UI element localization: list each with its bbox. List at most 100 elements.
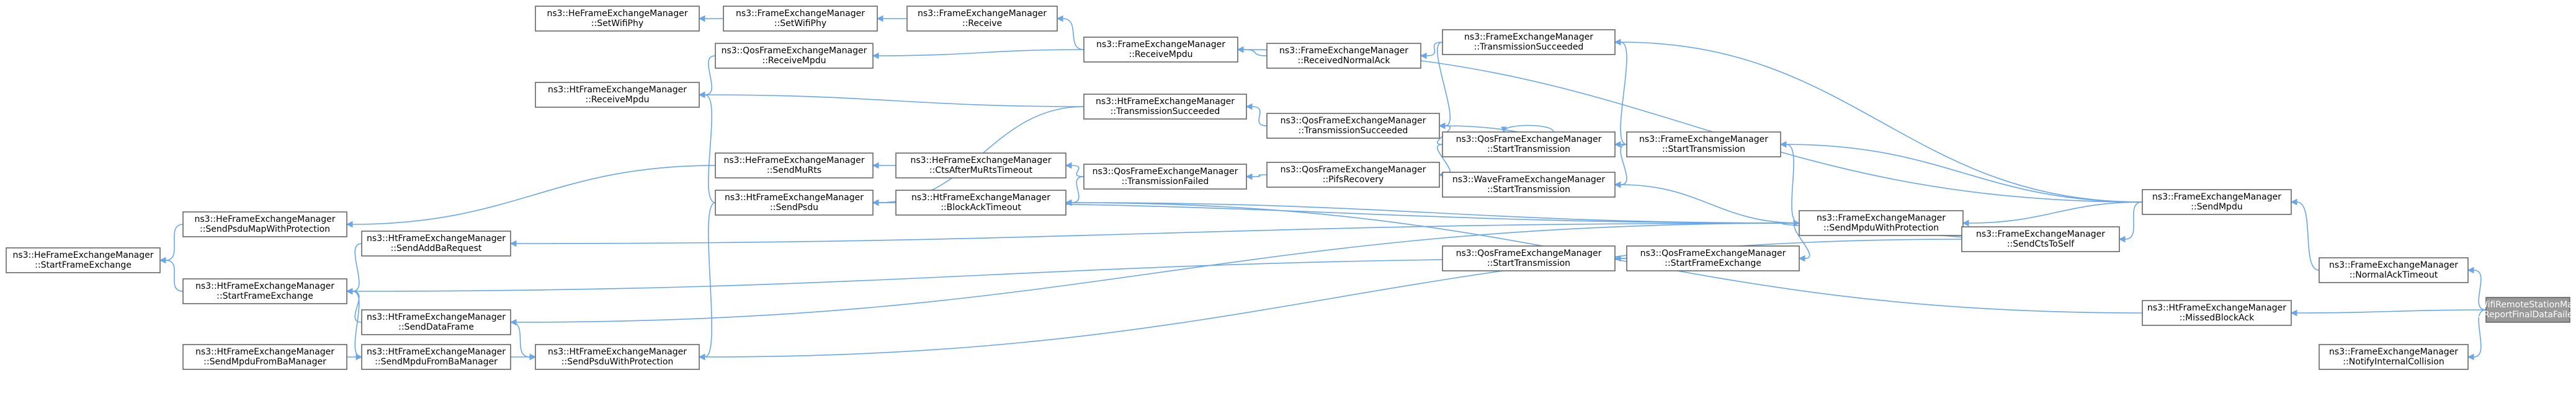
node-label: ns3::HtFrameExchangeManager (548, 347, 687, 357)
graph-node[interactable]: ns3::HeFrameExchangeManager::SendPsduMap… (182, 211, 347, 237)
node-label: ::SendCtsToSelf (2007, 239, 2075, 249)
graph-edge (1779, 141, 2143, 203)
node-label: ::TransmissionSucceeded (1299, 126, 1408, 136)
graph-node[interactable]: ns3::HeFrameExchangeManager::SetWifiPhy (535, 6, 700, 32)
edge-line (516, 222, 1800, 244)
graph-node[interactable]: ns3::QosFrameExchangeManager::StartTrans… (1442, 245, 1616, 271)
graph-edge (346, 288, 362, 358)
edge-line (1620, 184, 1800, 224)
node-box (361, 344, 511, 370)
node-label: ns3::HtFrameExchangeManager (2147, 303, 2286, 313)
node-box (535, 344, 700, 370)
graph-node[interactable]: ns3::FrameExchangeManager::SendMpduWithP… (1799, 210, 1964, 236)
graph-node[interactable]: ns3::FrameExchangeManager::ReceivedNorma… (1266, 43, 1421, 69)
node-label: ::SendDataFrame (398, 322, 474, 332)
graph-node[interactable]: ns3::FrameExchangeManager::SendMpdu (2142, 189, 2292, 215)
edge-arrowhead (698, 91, 705, 99)
edge-line (1426, 42, 1443, 56)
graph-edge (511, 353, 537, 361)
node-box (2319, 344, 2469, 370)
graph-node[interactable]: ns3::HeFrameExchangeManager::CtsAfterMuR… (895, 152, 1067, 178)
graph-node[interactable]: ns3::HtFrameExchangeManager::SendMpduFro… (182, 344, 347, 370)
edge-arrowhead (1614, 38, 1621, 46)
node-box (1961, 226, 2120, 252)
node-label: ::TransmissionSucceeded (1474, 42, 1584, 52)
graph-node[interactable]: ns3::HtFrameExchangeManager::MissedBlock… (2142, 300, 2292, 326)
graph-node[interactable]: ns3::FrameExchangeManager::NormalAckTime… (2319, 257, 2469, 283)
edge-line (2124, 201, 2143, 240)
graph-node[interactable]: ns3::WaveFrameExchangeManager::StartTran… (1442, 172, 1616, 198)
graph-node[interactable]: ns3::FrameExchangeManager::StartTransmis… (1626, 131, 1781, 157)
edge-line (2473, 309, 2487, 358)
graph-node[interactable]: ns3::HtFrameExchangeManager::BlockAckTim… (895, 190, 1067, 216)
graph-node[interactable]: ns3::HtFrameExchangeManager::StartFrameE… (182, 278, 347, 304)
graph-edge (347, 353, 363, 361)
edge-line (1243, 49, 1268, 56)
edge-line (1436, 42, 1451, 126)
graph-node[interactable]: ns3::QosFrameExchangeManager::StartFrame… (1626, 245, 1800, 271)
graph-node[interactable]: ns3::HeFrameExchangeManager::StartFrameE… (6, 247, 161, 273)
graph-node[interactable]: ns3::FrameExchangeManager::NotifyInterna… (2319, 344, 2469, 370)
node-label: ns3::HeFrameExchangeManager (12, 250, 153, 260)
graph-node[interactable]: ns3::HtFrameExchangeManager::SendAddBaRe… (361, 231, 511, 257)
node-box (715, 190, 874, 216)
graph-node[interactable]: ns3::WifiRemoteStationManager::ReportFin… (2458, 297, 2576, 323)
node-label: ns3::FrameExchangeManager (2152, 192, 2281, 202)
graph-edge (698, 202, 716, 361)
node-box (6, 247, 161, 273)
graph-node[interactable]: ns3::FrameExchangeManager::Receive (906, 6, 1058, 32)
node-label: ::BlockAckTimeout (941, 203, 1021, 213)
graph-node[interactable]: ns3::FrameExchangeManager::SetWifiPhy (723, 6, 878, 32)
edge-arrowhead (509, 240, 517, 247)
node-box (1442, 172, 1616, 198)
graph-node[interactable]: ns3::FrameExchangeManager::SendCtsToSelf (1961, 226, 2120, 252)
edge-arrowhead (1779, 141, 1787, 148)
graph-node[interactable]: ns3::QosFrameExchangeManager::PifsRecove… (1266, 162, 1440, 188)
graph-edge (1614, 38, 2143, 203)
node-box (723, 6, 878, 32)
edge-line (1071, 165, 1085, 177)
node-label: ::StartTransmission (1662, 144, 1745, 154)
node-label: ::SetWifiPhy (591, 19, 643, 29)
edge-arrowhead (1793, 219, 1800, 227)
graph-node[interactable]: ns3::HtFrameExchangeManager::SendPsduWit… (535, 344, 700, 370)
node-label: ::StartTransmission (1487, 144, 1570, 154)
graph-node[interactable]: ns3::HtFrameExchangeManager::SendPsdu (715, 190, 874, 216)
graph-edge (2118, 201, 2143, 243)
node-label: ns3::HeFrameExchangeManager (910, 156, 1051, 165)
node-box (182, 278, 347, 304)
edge-line (1786, 144, 2143, 203)
graph-node[interactable]: ns3::HtFrameExchangeManager::ReceiveMpdu (535, 82, 700, 108)
node-label: ::CtsAfterMuRtsTimeout (929, 165, 1033, 175)
edge-line (1786, 144, 1800, 224)
graph-node[interactable]: ns3::HeFrameExchangeManager::SendMuRts (715, 152, 874, 178)
edge-arrowhead (876, 15, 883, 22)
graph-node[interactable]: ns3::QosFrameExchangeManager::Transmissi… (1083, 164, 1247, 190)
node-label: ::MissedBlockAck (2180, 313, 2255, 323)
node-box (895, 152, 1067, 178)
graph-node[interactable]: ns3::FrameExchangeManager::TransmissionS… (1442, 29, 1616, 55)
graph-node[interactable]: ns3::QosFrameExchangeManager::ReceiveMpd… (715, 43, 874, 69)
node-label: ::SendAddBaRequest (391, 244, 482, 253)
graph-node[interactable]: ns3::FrameExchangeManager::ReceiveMpdu (1083, 37, 1238, 63)
edge-line (165, 224, 184, 261)
graph-node[interactable]: ns3::HtFrameExchangeManager::SendDataFra… (361, 309, 511, 335)
node-label: ::StartTransmission (1487, 185, 1570, 195)
graph-edge (1501, 125, 1554, 133)
graph-edge (698, 91, 1085, 107)
graph-node[interactable]: ns3::HtFrameExchangeManager::Transmissio… (1083, 94, 1247, 120)
node-label: ::SendMpduWithProtection (1823, 223, 1939, 233)
graph-edge (510, 322, 537, 361)
node-label: ns3::QosFrameExchangeManager (1093, 167, 1238, 177)
graph-edge (346, 258, 1627, 295)
graph-node[interactable]: ns3::QosFrameExchangeManager::StartTrans… (1442, 131, 1616, 157)
node-label: ns3::FrameExchangeManager (1639, 134, 1768, 144)
graph-node[interactable]: ns3::HtFrameExchangeManager::SendMpduFro… (361, 344, 511, 370)
graph-node[interactable]: ns3::QosFrameExchangeManager::Transmissi… (1266, 113, 1440, 139)
graph-edge (159, 224, 184, 264)
edge-arrowhead (529, 353, 537, 361)
edge-line (510, 322, 530, 358)
graph-edge (346, 243, 362, 295)
node-label: ns3::HtFrameExchangeManager (367, 312, 506, 322)
